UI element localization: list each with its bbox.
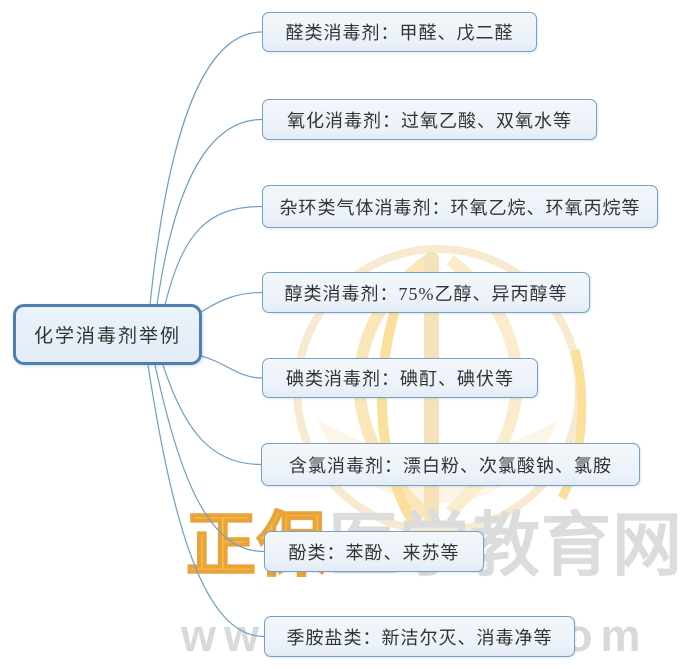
connector-line-3: [164, 205, 263, 306]
topic-label: 季胺盐类：新洁尔灭、消毒净等: [286, 627, 553, 648]
topic-box-chlorine[interactable]: 含氯消毒剂：漂白粉、次氯酸钠、氯胺: [261, 443, 640, 486]
topic-box-iodine[interactable]: 碘类消毒剂：碘酊、碘伏等: [262, 358, 538, 398]
topic-label: 杂环类气体消毒剂：环氧乙烷、环氧丙烷等: [279, 197, 641, 218]
topic-box-quaternary-ammonium[interactable]: 季胺盐类：新洁尔灭、消毒净等: [264, 616, 575, 657]
connector-line-5: [200, 355, 263, 379]
connector-line-2: [156, 118, 263, 306]
topic-label: 醛类消毒剂：甲醛、戊二醛: [285, 23, 514, 43]
root-node-label: 化学消毒剂举例: [33, 326, 181, 347]
topic-box-phenol[interactable]: 酚类：苯酚、来苏等: [264, 531, 484, 572]
connector-line-8: [147, 364, 265, 638]
topic-box-aldehyde[interactable]: 醛类消毒剂：甲醛、戊二醛: [262, 12, 537, 52]
connector-line-1: [149, 31, 263, 306]
connector-line-4: [200, 291, 263, 313]
topic-label: 含氯消毒剂：漂白粉、次氯酸钠、氯胺: [289, 455, 612, 476]
topic-label: 碘类消毒剂：碘酊、碘伏等: [286, 369, 514, 389]
topic-box-alcohol[interactable]: 醇类消毒剂：75%乙醇、异丙醇等: [262, 272, 590, 313]
topic-label: 酚类：苯酚、来苏等: [288, 542, 460, 563]
connector-line-7: [154, 364, 265, 553]
topic-box-heterocyclic-gas[interactable]: 杂环类气体消毒剂：环氧乙烷、环氧丙烷等: [262, 185, 658, 228]
connector-line-6: [162, 364, 262, 466]
topic-label: 氧化消毒剂：过氧乙酸、双氧水等: [287, 110, 572, 131]
root-node[interactable]: 化学消毒剂举例: [13, 304, 202, 365]
topic-box-oxidizing[interactable]: 氧化消毒剂：过氧乙酸、双氧水等: [262, 99, 597, 140]
topic-label: 醇类消毒剂：75%乙醇、异丙醇等: [284, 283, 568, 304]
